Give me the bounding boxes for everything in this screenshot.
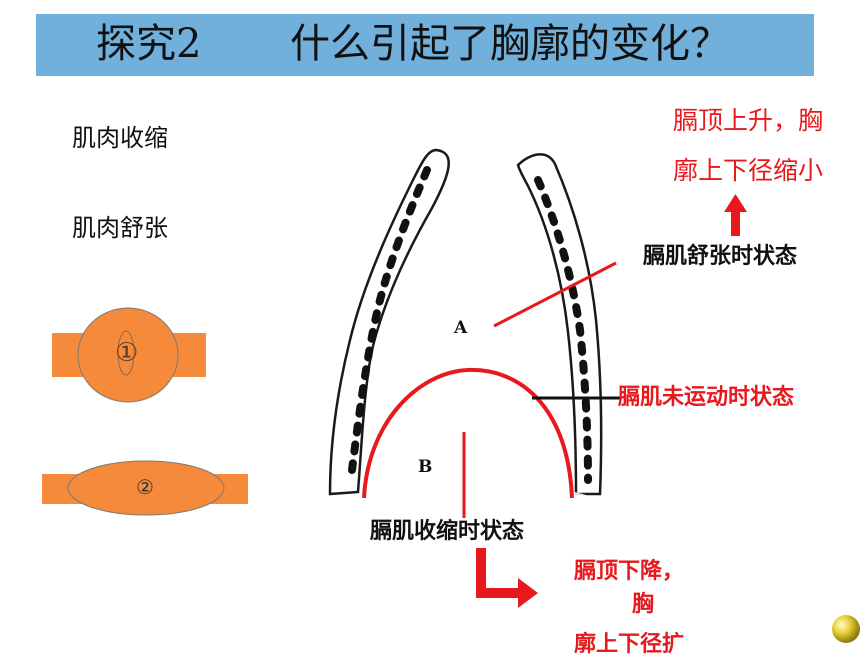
left-rib [328,148,450,496]
label-a: A [454,318,468,338]
nav-ball-icon[interactable] [832,615,860,643]
diaphragm-resting-curve [362,367,574,499]
resting-state-label: 膈肌未运动时状态 [618,385,795,410]
contracted-state-label: 膈肌收缩时状态 [370,519,525,544]
muscle-2-relaxed [42,460,248,516]
muscle-2-label: ② [136,475,154,499]
rise-text-line-1: 膈顶上升，胸 [673,106,824,135]
fall-text-line-1: 膈顶下降， [574,559,685,584]
label-b: B [418,457,433,477]
page-title: 什么引起了胸廓的变化？ [290,21,730,67]
title-bar [36,14,814,76]
relaxed-pointer-line [493,261,617,328]
muscle-1-contracted [52,307,206,403]
rise-text-line-2: 廓上下径缩小 [673,156,824,185]
muscle-relax-label: 肌肉舒张 [72,214,168,242]
title-part-1: 探究2 [96,21,202,67]
up-arrow-icon [724,194,747,236]
fall-text-line-3: 廓上下径扩 [574,632,685,657]
muscle-contract-label: 肌肉收缩 [72,124,168,152]
muscle-1-label: ① [115,338,139,368]
fall-text-line-2: 胸 [632,592,655,617]
right-rib [516,153,603,496]
relaxed-state-label: 膈肌舒张时状态 [643,244,798,269]
elbow-arrow-icon [476,548,538,608]
thorax-diagram [42,148,860,643]
